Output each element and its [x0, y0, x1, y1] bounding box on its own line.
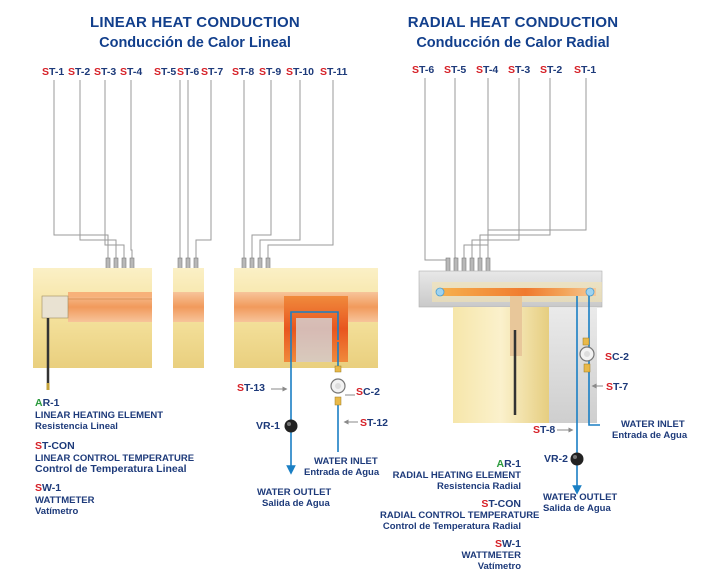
- linear-title-es: Conducción de Calor Lineal: [99, 35, 291, 51]
- radial-valve-vr2: [570, 452, 584, 466]
- radial-water-inlet: WATER INLET: [621, 419, 685, 430]
- linear-legend-sw1-es: Vatímetro: [35, 506, 79, 517]
- linear-sensor-wires: [53, 80, 334, 262]
- radial-legend-stcon-en: RADIAL CONTROL TEMPERATURE: [380, 510, 540, 521]
- linear-sensor-label: ST-6: [177, 66, 200, 78]
- linear-flowmeter-sc2: [330, 365, 346, 406]
- radial-flowmeter-sc2: [579, 337, 595, 373]
- linear-water-inlet: WATER INLET: [314, 456, 378, 467]
- linear-legend-sw1: SW-1: [35, 482, 62, 494]
- linear-sc2-label: SC-2: [356, 386, 380, 398]
- linear-water-circuit: [286, 311, 339, 475]
- linear-water-outlet: WATER OUTLET: [257, 487, 332, 498]
- radial-legend-sw1: SW-1: [494, 538, 521, 550]
- radial-sensor-label: ST-1: [574, 64, 597, 76]
- radial-sensor-label: ST-6: [412, 64, 435, 76]
- radial-title-es: Conducción de Calor Radial: [416, 35, 610, 51]
- linear-title-en: LINEAR HEAT CONDUCTION: [90, 14, 300, 31]
- linear-legend-sw1-en: WATTMETER: [35, 495, 95, 506]
- radial-title-en: RADIAL HEAT CONDUCTION: [407, 14, 619, 31]
- radial-sensor-label: ST-2: [540, 64, 563, 76]
- radial-housing: [418, 270, 603, 423]
- linear-sensor-label: ST-11: [320, 66, 348, 78]
- radial-legend-sw1-es: Vatímetro: [477, 561, 521, 572]
- linear-vr1-label: VR-1: [256, 420, 280, 432]
- linear-sensor-label: ST-9: [259, 66, 282, 78]
- radial-legend-sw1-en: WATTMETER: [461, 550, 521, 561]
- linear-sensor-label: ST-3: [94, 66, 117, 78]
- linear-sensor-label: ST-5: [154, 66, 177, 78]
- linear-sensor-label: ST-8: [232, 66, 255, 78]
- linear-legend-ar1: AR-1: [35, 397, 60, 409]
- linear-water-inlet-es: Entrada de Agua: [304, 467, 380, 478]
- radial-aux-sensor-arrows: [557, 383, 603, 433]
- radial-water-outlet-es: Salida de Agua: [543, 503, 611, 514]
- radial-legend-ar1: AR-1: [496, 458, 521, 470]
- radial-st7-label: ST-7: [606, 381, 629, 393]
- linear-legend-ar1-en: LINEAR HEATING ELEMENT: [35, 410, 164, 421]
- radial-sensor-label: ST-3: [508, 64, 531, 76]
- linear-legend-stcon-en: LINEAR CONTROL TEMPERATURE: [35, 453, 195, 464]
- radial-water-outlet: WATER OUTLET: [543, 492, 618, 503]
- linear-water-cooler: [296, 318, 332, 362]
- radial-st8-label: ST-8: [533, 424, 556, 436]
- radial-vr2-label: VR-2: [544, 453, 568, 465]
- radial-sensor-label: ST-5: [444, 64, 467, 76]
- linear-st13-label: ST-13: [237, 382, 266, 394]
- radial-legend-ar1-es: Resistencia Radial: [437, 481, 521, 492]
- linear-sensor-label: ST-7: [201, 66, 224, 78]
- linear-aux-sensor-arrows: [271, 386, 358, 425]
- linear-sensor-label: ST-1: [42, 66, 65, 78]
- radial-water-inlet-es: Entrada de Agua: [612, 430, 688, 441]
- linear-st12-label: ST-12: [360, 417, 389, 429]
- radial-sc2-label: SC-2: [605, 351, 629, 363]
- radial-legend-stcon-es: Control de Temperatura Radial: [382, 521, 521, 532]
- linear-water-outlet-es: Salida de Agua: [262, 498, 330, 509]
- linear-valve-vr1: [284, 419, 298, 433]
- radial-sensor-wires: [424, 78, 587, 266]
- radial-legend-stcon: ST-CON: [481, 498, 521, 510]
- radial-legend: AR-1 RADIAL HEATING ELEMENT Resistencia …: [380, 458, 540, 572]
- linear-legend-ar1-es: Resistencia Lineal: [35, 421, 118, 432]
- linear-sensor-label: ST-4: [120, 66, 143, 78]
- radial-sensor-probes: [445, 257, 491, 273]
- linear-legend-stcon-es: Control de Temperatura Lineal: [35, 463, 187, 475]
- linear-legend-stcon: ST-CON: [35, 440, 75, 452]
- radial-legend-ar1-en: RADIAL HEATING ELEMENT: [392, 470, 521, 481]
- linear-sensor-label: ST-10: [286, 66, 315, 78]
- radial-sensor-label: ST-4: [476, 64, 499, 76]
- linear-sensor-label: ST-2: [68, 66, 91, 78]
